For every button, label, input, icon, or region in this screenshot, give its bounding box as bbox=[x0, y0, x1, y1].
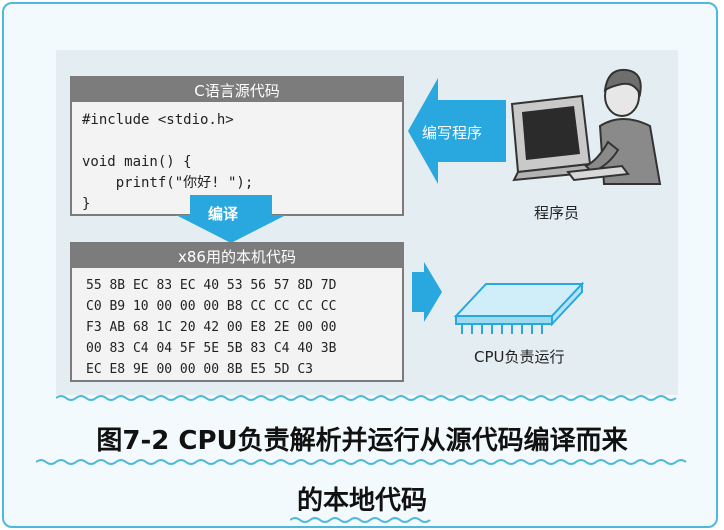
caption-line-2: 的本地代码 bbox=[296, 486, 427, 516]
source-code-text: #include <stdio.h> void main() { printf(… bbox=[82, 112, 254, 212]
cpu-chip-icon bbox=[453, 281, 585, 334]
machine-code-title: x86用的本机代码 bbox=[72, 244, 402, 268]
compile-arrow-label: 编译 bbox=[208, 205, 239, 223]
compile-arrow-icon bbox=[176, 195, 286, 243]
hex-row: C0 B9 10 00 00 00 B8 CC CC CC CC bbox=[86, 299, 337, 314]
hex-row: F3 AB 68 1C 20 42 00 E8 2E 00 00 bbox=[86, 320, 337, 335]
hex-row: EC E8 9E 00 00 00 8B E5 5D C3 bbox=[86, 362, 313, 377]
write-program-label: 编写程序 bbox=[422, 124, 483, 142]
source-code-title: C语言源代码 bbox=[72, 78, 402, 102]
programmer-label: 程序员 bbox=[534, 204, 580, 222]
hex-row: 00 83 C4 04 5F 5E 5B 83 C4 40 3B bbox=[86, 341, 337, 356]
programmer-at-computer-icon bbox=[510, 68, 662, 185]
source-code-panel: C语言源代码 #include <stdio.h> void main() { … bbox=[70, 76, 404, 216]
caption-line-1: 图7-2 CPU负责解析并运行从源代码编译而来 bbox=[96, 426, 628, 456]
diagram-area: C语言源代码 #include <stdio.h> void main() { … bbox=[56, 50, 678, 395]
wave-divider bbox=[56, 395, 677, 401]
caption-underline bbox=[36, 459, 687, 465]
run-arrow-icon bbox=[412, 262, 442, 322]
cpu-label: CPU负责运行 bbox=[474, 348, 565, 366]
hex-row: 55 8B EC 83 EC 40 53 56 57 8D 7D bbox=[86, 278, 337, 293]
caption-underline bbox=[290, 517, 431, 523]
write-program-arrow-icon bbox=[408, 78, 506, 184]
machine-code-panel: x86用的本机代码 55 8B EC 83 EC 40 53 56 57 8D … bbox=[70, 242, 404, 382]
